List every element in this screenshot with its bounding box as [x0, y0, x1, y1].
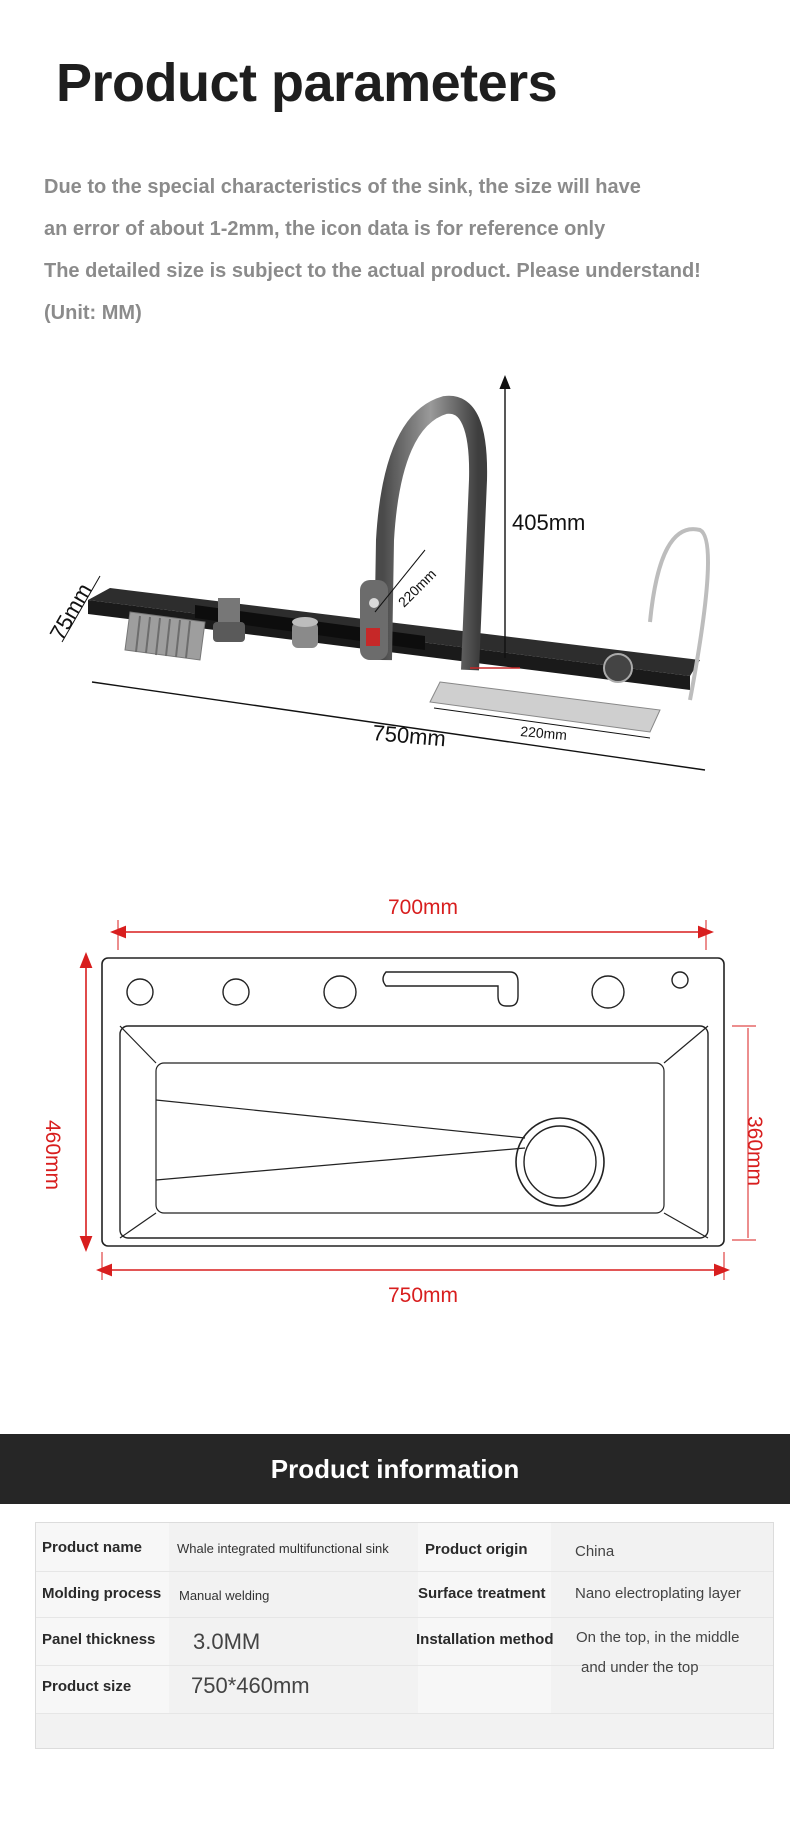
note-line-1: Due to the special characteristics of th… — [44, 176, 641, 198]
note-line-2: an error of about 1-2mm, the icon data i… — [44, 218, 606, 240]
value-surface-treatment: Nano electroplating layer — [575, 1585, 741, 1602]
row-divider — [36, 1571, 773, 1572]
dim-inner-depth: 360mm — [743, 1116, 766, 1186]
dim-inner-width: 700mm — [388, 896, 458, 919]
value-molding-process: Manual welding — [179, 1588, 270, 1603]
dim-faucet-height: 405mm — [512, 510, 585, 535]
drain-hole — [515, 1117, 605, 1207]
page-title: Product parameters — [56, 53, 558, 113]
label-product-name: Product name — [42, 1539, 143, 1556]
note-line-3: The detailed size is subject to the actu… — [44, 260, 701, 282]
row-divider — [36, 1617, 773, 1618]
label-molding-process: Molding process — [42, 1585, 162, 1602]
sink-plan-diagram: 700mm 750mm 460mm 360mm — [41, 896, 766, 1307]
sink-bowl-floor — [155, 1062, 665, 1214]
control-knob — [292, 617, 318, 648]
value-product-name: Whale integrated multifunctional sink — [177, 1541, 389, 1556]
value-installation-method-line-1: On the top, in the middle — [576, 1629, 740, 1646]
banner-title: Product information — [270, 1453, 520, 1484]
value-panel-thickness: 3.0MM — [193, 1629, 261, 1654]
value-product-size: 750*460mm — [191, 1673, 310, 1698]
deck-holes — [126, 971, 689, 1009]
soap-dispenser — [213, 598, 245, 642]
label-installation-method: Installation method — [416, 1631, 554, 1648]
label-panel-thickness: Panel thickness — [42, 1631, 156, 1648]
product-information-banner: Product information — [0, 1434, 790, 1504]
dim-outer-depth: 460mm — [41, 1120, 64, 1190]
drinking-faucet — [603, 527, 710, 701]
cup-washer — [429, 681, 661, 733]
value-product-origin: China — [575, 1543, 615, 1560]
drain-rack — [124, 611, 206, 661]
dim-panel-length: 750mm — [372, 720, 447, 751]
dim-spout-reach: 220mm — [395, 566, 439, 610]
pull-out-faucet — [360, 395, 488, 671]
label-column-right — [418, 1523, 551, 1713]
value-installation-method-line-2: and under the top — [581, 1659, 699, 1676]
dim-cup-washer-length: 220mm — [520, 723, 568, 743]
dim-outer-width: 750mm — [388, 1284, 458, 1307]
label-product-origin: Product origin — [425, 1541, 528, 1558]
label-product-size: Product size — [42, 1678, 132, 1695]
label-column-left — [36, 1523, 169, 1713]
row-divider — [36, 1665, 773, 1666]
sink-perspective-diagram: 405mm 220mm 750mm 220mm 75mm — [45, 375, 710, 771]
label-surface-treatment: Surface treatment — [418, 1585, 546, 1602]
sink-outline — [101, 957, 725, 1247]
note-line-4: (Unit: MM) — [44, 302, 142, 324]
row-divider — [36, 1713, 773, 1714]
product-info-table: Product name Whale integrated multifunct… — [35, 1522, 774, 1749]
sink-bowl-rim — [119, 1025, 709, 1239]
